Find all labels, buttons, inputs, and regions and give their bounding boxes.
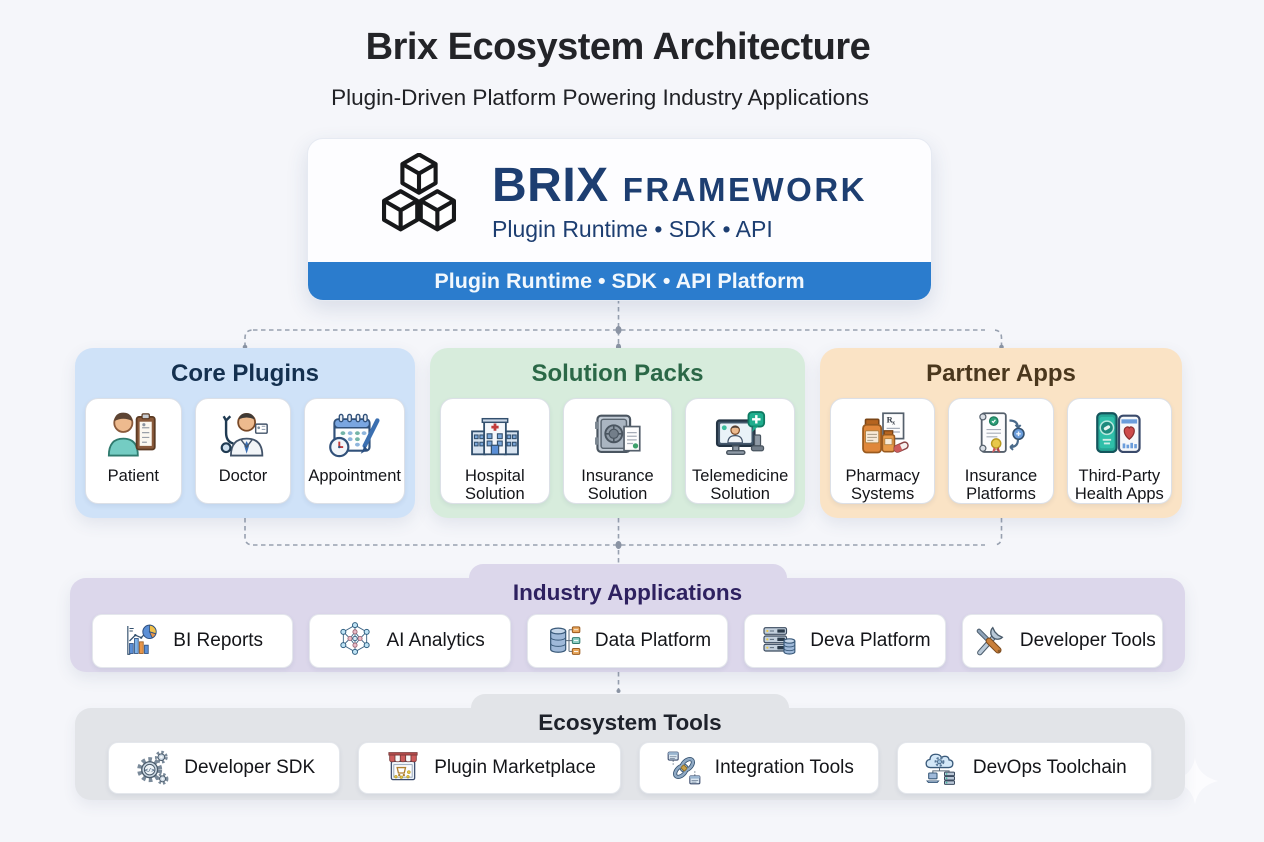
card-plugin-marketplace: Plugin Marketplace	[358, 742, 621, 794]
card-hospital-solution: Hospital Solution	[440, 398, 550, 504]
section-title: Solution Packs	[531, 360, 704, 387]
page-title: Brix Ecosystem Architecture	[365, 26, 871, 68]
section-solution-packs: Solution Packs	[430, 348, 805, 518]
card-developer-tools: Developer Tools	[961, 614, 1164, 668]
framework-brand-suffix: FRAMEWORK	[622, 170, 867, 208]
card-doctor: Doctor	[194, 398, 292, 504]
doctor-icon	[220, 412, 268, 457]
card-label: AI Analytics	[386, 630, 485, 651]
card-label: Third-Party Health Apps	[1074, 467, 1164, 504]
framework-brand: BRIX	[492, 158, 609, 212]
bi-reports-icon	[127, 624, 157, 655]
section-title: Core Plugins	[170, 360, 320, 387]
health-apps-icon	[1096, 412, 1141, 454]
card-data-platform: Data Platform	[526, 614, 729, 668]
card-label: Developer Tools	[1019, 630, 1156, 651]
card-label: Data Platform	[594, 630, 712, 651]
card-label: Insurance Solution	[581, 467, 654, 504]
framework-banner: Plugin Runtime • SDK • API Platform	[308, 262, 931, 300]
ai-analytics-icon	[340, 622, 371, 655]
integration-tools-icon	[667, 751, 701, 785]
card-label: Plugin Marketplace	[434, 757, 596, 778]
devops-toolchain-icon	[925, 753, 955, 785]
card-label: Developer SDK	[184, 757, 316, 778]
insurance-vault-icon	[594, 414, 641, 454]
card-label: Doctor	[218, 467, 268, 485]
section-core-plugins: Core Plugins Patient	[75, 348, 415, 518]
card-label: BI Reports	[173, 630, 264, 651]
telemedicine-icon	[716, 411, 766, 456]
svg-text:</>: </>	[145, 768, 155, 774]
plugin-marketplace-icon	[388, 752, 418, 781]
pharmacy-icon: R x	[861, 412, 909, 454]
card-appointment: Appointment	[304, 398, 405, 504]
data-platform-icon	[549, 626, 581, 655]
card-label: Deva Platform	[810, 630, 931, 651]
card-insurance-solution: Insurance Solution	[562, 398, 673, 504]
insurance-certificate-icon	[979, 412, 1025, 454]
card-label: DevOps Toolchain	[972, 757, 1127, 778]
card-pharmacy-systems: R x Pharmacy Systems	[830, 398, 936, 504]
framework-titles: BRIX FRAMEWORK Plugin Runtime • SDK • AP…	[492, 158, 867, 243]
svg-text:R: R	[886, 414, 893, 424]
card-label: Telemedicine Solution	[692, 467, 789, 504]
section-title: Partner Apps	[926, 360, 1076, 387]
card-label: Pharmacy Systems	[845, 467, 920, 504]
svg-text:x: x	[892, 421, 895, 427]
card-label: Appointment	[308, 467, 401, 485]
card-deva-platform: Deva Platform	[744, 614, 946, 668]
section-partner-apps: Partner Apps R x	[820, 348, 1182, 518]
card-patient: Patient	[85, 398, 182, 504]
card-ai-analytics: AI Analytics	[309, 614, 511, 668]
appointment-icon	[328, 413, 380, 458]
patient-icon	[108, 412, 156, 457]
framework-box: BRIX FRAMEWORK Plugin Runtime • SDK • AP…	[307, 138, 932, 301]
hospital-icon	[470, 417, 519, 456]
section-industry-applications: Industry Applications BI Reports	[70, 578, 1185, 672]
card-third-party-health-apps: Third-Party Health Apps	[1066, 398, 1172, 504]
card-devops-toolchain: DevOps Toolchain	[896, 742, 1152, 794]
section-ecosystem-tools: Ecosystem Tools </> Developer SDK	[75, 708, 1185, 800]
card-label: Insurance Platforms	[964, 467, 1038, 504]
card-telemedicine-solution: Telemedicine Solution	[685, 398, 796, 504]
card-developer-sdk: </> Developer SDK	[108, 742, 341, 794]
card-label: Patient	[107, 467, 160, 485]
brix-cubes-logo-icon	[381, 153, 457, 232]
developer-sdk-icon: </>	[137, 750, 169, 785]
framework-tagline: Plugin Runtime • SDK • API	[492, 215, 773, 242]
card-bi-reports: BI Reports	[91, 614, 294, 668]
card-integration-tools: Integration Tools	[638, 742, 879, 794]
section-title: Industry Applications	[512, 580, 743, 605]
section-title: Ecosystem Tools	[538, 710, 722, 735]
deva-platform-icon	[763, 627, 796, 655]
page-subtitle: Plugin-Driven Platform Powering Industry…	[331, 85, 869, 110]
card-label: Integration Tools	[714, 757, 854, 778]
card-label: Hospital Solution	[465, 467, 525, 504]
card-insurance-platforms: Insurance Platforms	[948, 398, 1054, 504]
developer-tools-icon	[976, 626, 1004, 656]
sparkle-watermark-icon	[1172, 758, 1218, 804]
framework-header: BRIX FRAMEWORK Plugin Runtime • SDK • AP…	[308, 139, 931, 261]
